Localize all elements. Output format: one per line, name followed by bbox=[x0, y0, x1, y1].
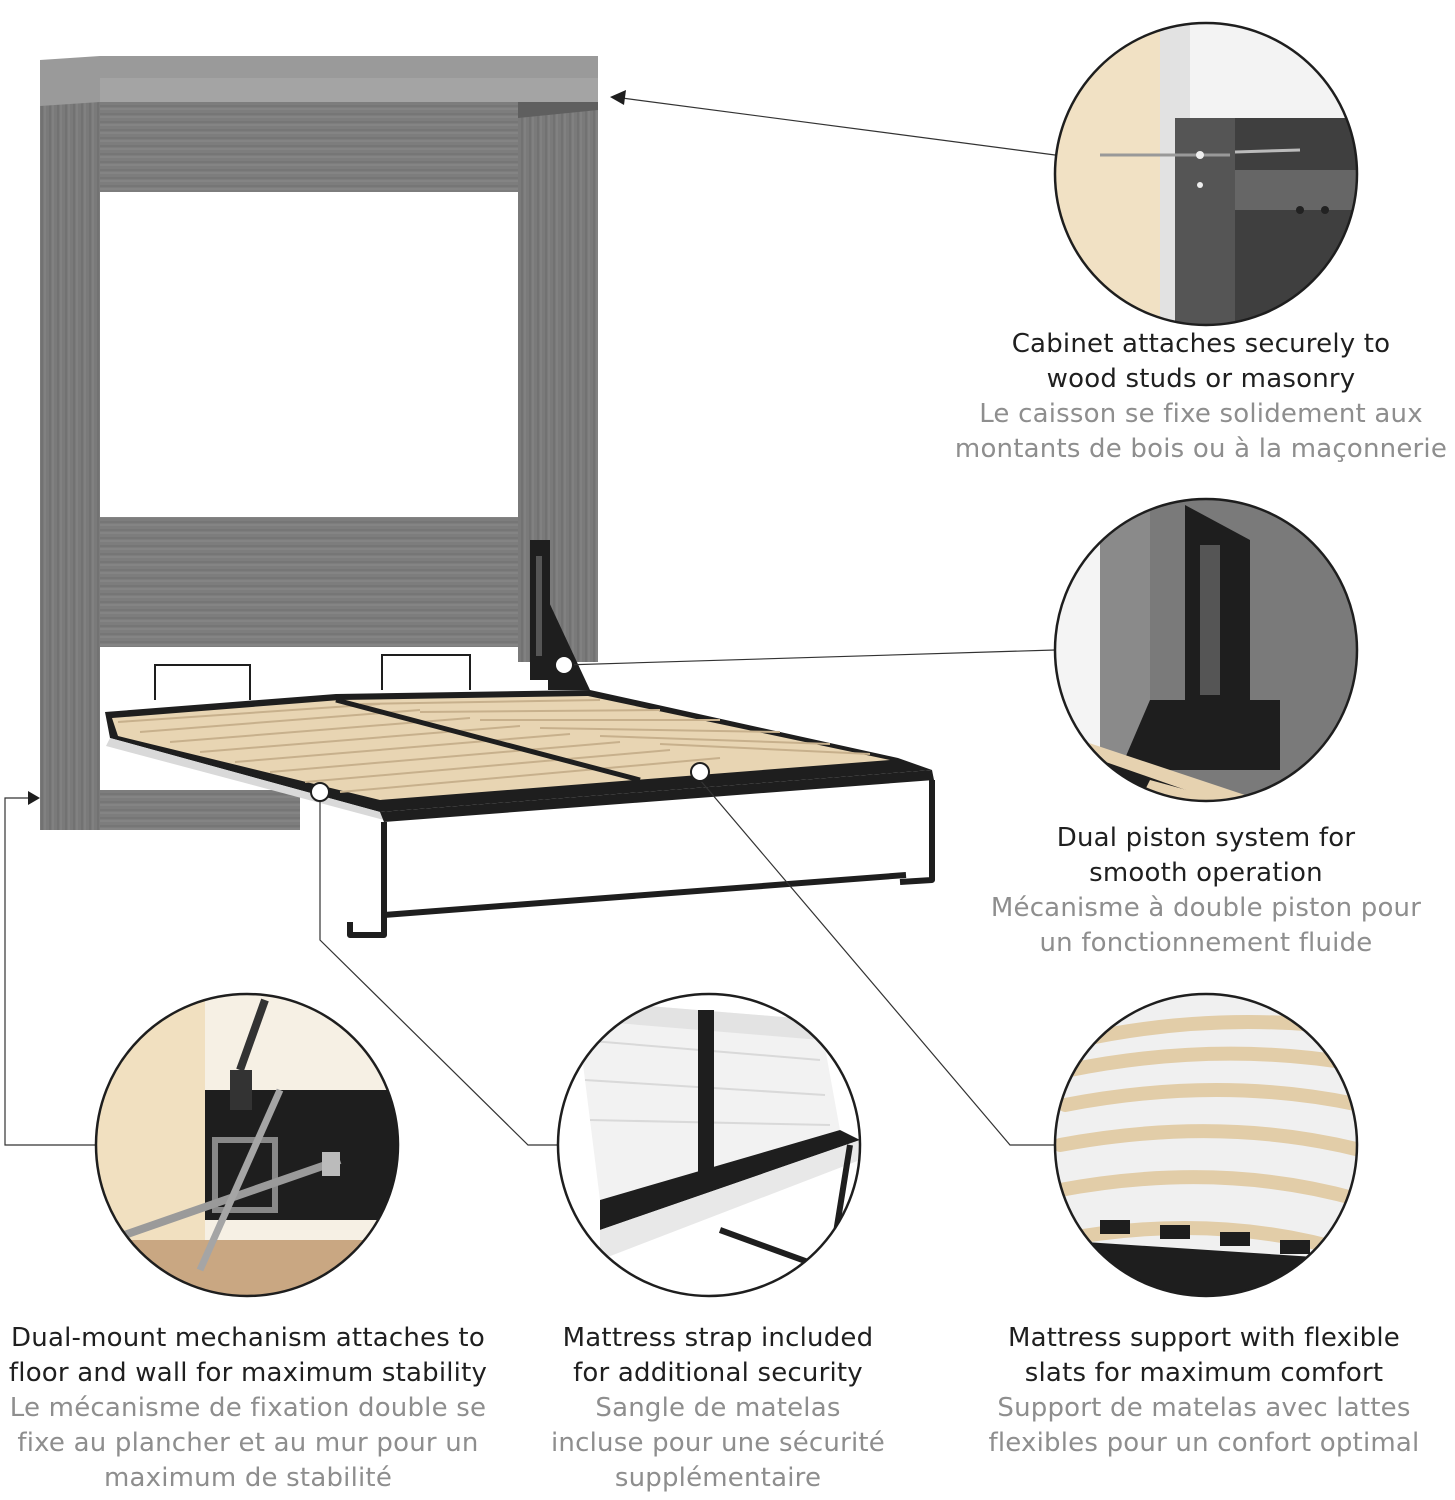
caption-subtitle-line: Mécanisme à double piston pour bbox=[990, 893, 1422, 923]
cabinet-header-board bbox=[100, 102, 520, 192]
caption-title-line: floor and wall for maximum stability bbox=[8, 1358, 488, 1388]
flexible-slats-detail-icon bbox=[1053, 992, 1359, 1298]
caption-subtitle-line: Le caisson se fixe solidement aux bbox=[979, 399, 1423, 429]
caption-title-line: smooth operation bbox=[1089, 858, 1323, 888]
caption-dual-mount: Dual-mount mechanism attaches to floor a… bbox=[0, 1321, 496, 1496]
cabinet-left-panel bbox=[40, 60, 100, 830]
caption-mattress-strap: Mattress strap included for additional s… bbox=[536, 1321, 900, 1496]
caption-subtitle-line: Sangle de matelas bbox=[595, 1393, 841, 1423]
wall-anchor-detail-icon bbox=[1053, 21, 1359, 327]
caption-subtitle-line: supplémentaire bbox=[614, 1463, 822, 1493]
caption-dual-piston: Dual piston system for smooth operation … bbox=[966, 821, 1446, 961]
caption-cabinet-attach: Cabinet attaches securely to wood studs … bbox=[946, 327, 1455, 467]
caption-title-line: Mattress support with flexible bbox=[1008, 1323, 1400, 1353]
caption-subtitle-line: maximum de stabilité bbox=[103, 1463, 393, 1493]
caption-subtitle-line: montants de bois ou à la maçonnerie bbox=[954, 434, 1448, 464]
callout-lines bbox=[4, 90, 1056, 1146]
cabinet-headboard bbox=[100, 517, 518, 647]
piston-mechanism-detail-icon bbox=[1053, 497, 1359, 803]
caption-subtitle-line: fixe au plancher et au mur pour un bbox=[17, 1428, 479, 1458]
caption-title-line: slats for maximum comfort bbox=[1024, 1358, 1384, 1388]
caption-subtitle-line: Le mécanisme de fixation double se bbox=[9, 1393, 487, 1423]
mattress-strap-detail-icon bbox=[556, 992, 862, 1298]
callout-dots bbox=[310, 655, 710, 802]
caption-subtitle-line: Support de matelas avec lattes bbox=[997, 1393, 1411, 1423]
caption-subtitle-line: flexibles pour un confort optimal bbox=[988, 1428, 1420, 1458]
caption-title-line: Dual-mount mechanism attaches to bbox=[11, 1323, 485, 1353]
caption-title-line: for additional security bbox=[573, 1358, 863, 1388]
caption-flexible-slats: Mattress support with flexible slats for… bbox=[976, 1321, 1432, 1461]
caption-title-line: Cabinet attaches securely to bbox=[1011, 329, 1391, 359]
caption-title-line: Mattress strap included bbox=[562, 1323, 874, 1353]
murphy-bed-cabinet-icon bbox=[40, 56, 935, 938]
caption-title-line: Dual piston system for bbox=[1056, 823, 1356, 853]
caption-subtitle-line: un fonctionnement fluide bbox=[1039, 928, 1373, 958]
caption-title-line: wood studs or masonry bbox=[1046, 364, 1356, 394]
floor-mount-screw-detail-icon bbox=[94, 992, 400, 1298]
caption-subtitle-line: incluse pour une sécurité bbox=[551, 1428, 885, 1458]
